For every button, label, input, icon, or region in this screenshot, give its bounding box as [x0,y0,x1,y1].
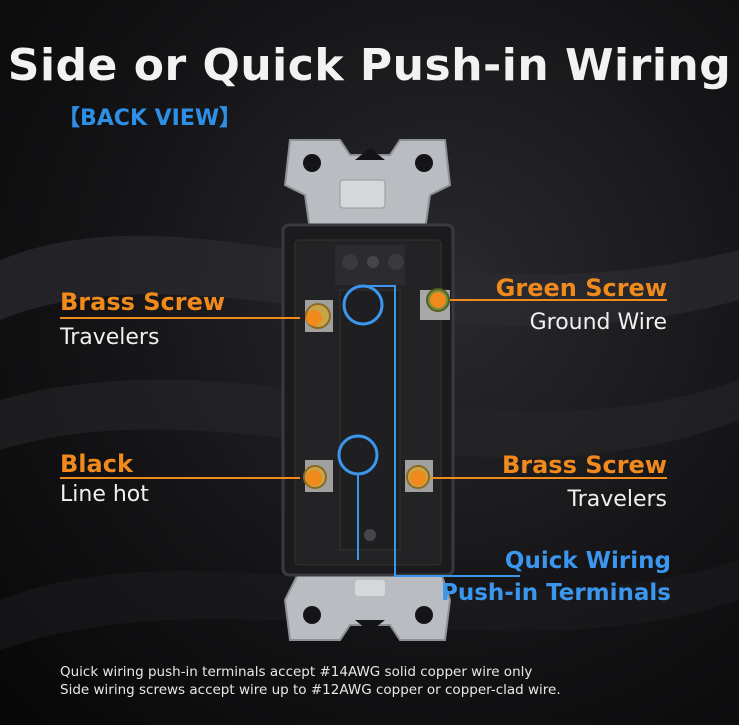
push-in-terminals-label: Push-in Terminals [441,580,671,606]
black-desc: Line hot [60,482,149,507]
brass-screw-right-desc: Travelers [567,487,667,512]
brass-screw-left-label: Brass Screw [60,288,226,316]
page-title: Side or Quick Push-in Wiring [7,40,732,91]
brass-screw-left-desc: Travelers [60,325,160,350]
green-screw-desc: Ground Wire [529,310,667,335]
note-line-2: Side wiring screws accept wire up to #12… [60,682,561,698]
quick-wiring-label: Quick Wiring [504,548,671,574]
black-label: Black [60,450,133,478]
bottom-mounting-strap [283,569,452,641]
green-screw-label: Green Screw [495,274,667,302]
back-view-subtitle: 【BACK VIEW】 [58,106,242,131]
note-line-1: Quick wiring push-in terminals accept #1… [60,664,533,680]
brass-screw-right-label: Brass Screw [501,451,667,479]
